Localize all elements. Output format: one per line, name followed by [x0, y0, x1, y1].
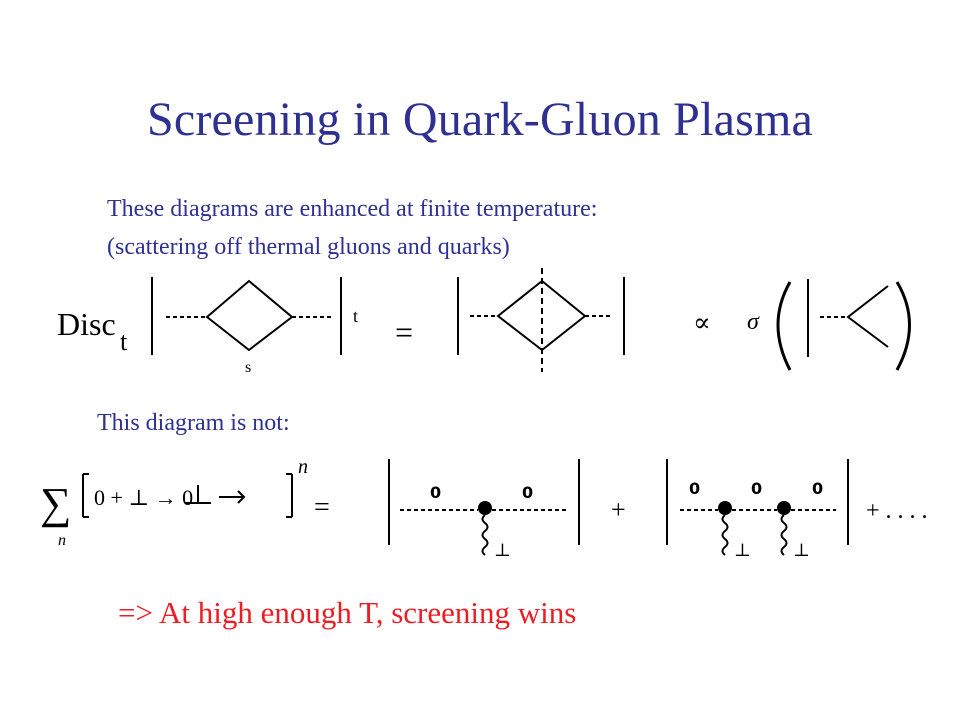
equals-sign-1: =	[395, 314, 413, 350]
channel-t-label: t	[353, 306, 358, 326]
propagator-zero-label: 0	[689, 479, 700, 498]
conclusion-text: => At high enough T, screening wins	[118, 595, 577, 630]
insertion-vertices	[478, 501, 791, 515]
sum-bracket	[82, 473, 293, 518]
disc-diagram	[151, 277, 342, 355]
single-insertion-diagram	[388, 459, 580, 556]
bracket-content: 0 + ⊥ → 0	[94, 485, 193, 510]
power-n: n	[298, 456, 308, 478]
plus-sign: +	[611, 495, 626, 524]
slide-title: Screening in Quark-Gluon Plasma	[146, 93, 814, 146]
disc-label: Disc	[57, 306, 116, 342]
transverse-gluon-label: ⊥	[793, 540, 810, 560]
transverse-gluon-label: ⊥	[734, 540, 751, 560]
intro-text-line-2: (scattering off thermal gluons and quark…	[107, 234, 510, 260]
sum-index: n	[58, 532, 66, 549]
plus-ellipsis: + . . . .	[866, 498, 928, 524]
vertex-dot	[478, 501, 492, 515]
cross-section-diagram	[776, 279, 911, 371]
cut-diagram	[457, 268, 625, 372]
not-enhanced-text: This diagram is not:	[97, 410, 290, 436]
propagator-zero-label: 0	[522, 483, 533, 502]
proportional-sign: ∝	[693, 308, 711, 337]
channel-s-label: s	[245, 359, 251, 376]
double-insertion-diagram	[666, 459, 849, 556]
transverse-gluon-label: ⊥	[494, 540, 511, 560]
vertex-dot	[777, 501, 791, 515]
disc-subscript: t	[120, 327, 128, 356]
propagator-zero-label: 0	[812, 479, 823, 498]
propagator-zero-label: 0	[751, 479, 762, 498]
sum-symbol: ∑	[40, 479, 71, 528]
propagator-zero-label: 0	[430, 483, 441, 502]
sigma-symbol: σ	[747, 309, 760, 335]
vertex-dot	[718, 501, 732, 515]
equals-sign-2: =	[314, 492, 330, 523]
intro-text-line-1: These diagrams are enhanced at finite te…	[107, 196, 598, 222]
